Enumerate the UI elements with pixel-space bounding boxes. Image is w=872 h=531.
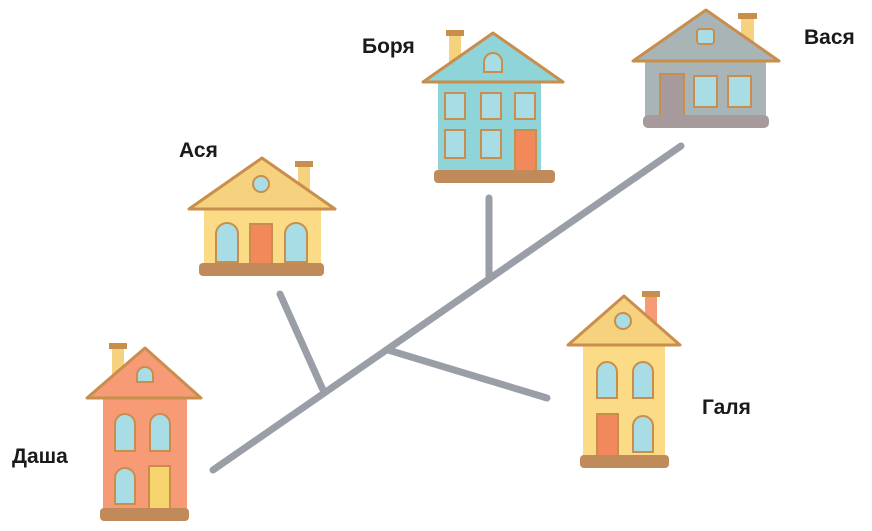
house-base — [580, 455, 669, 468]
window — [480, 92, 502, 120]
road-to-asya — [276, 290, 327, 394]
window — [444, 129, 466, 159]
window — [114, 467, 136, 505]
road-to-galya — [384, 346, 551, 402]
roads — [209, 142, 685, 474]
window — [480, 129, 502, 159]
house-base — [199, 263, 324, 276]
attic-window — [136, 366, 154, 383]
label-galya: Галя — [702, 396, 751, 419]
house-galya — [566, 291, 682, 468]
attic-window — [614, 312, 632, 330]
house-base — [434, 170, 555, 183]
house-dasha — [85, 343, 203, 521]
door — [596, 413, 619, 459]
house-base — [100, 508, 189, 521]
main-road — [209, 142, 685, 474]
attic-window — [696, 28, 715, 45]
window — [215, 222, 239, 263]
window — [284, 222, 308, 263]
window — [114, 413, 136, 452]
window — [693, 75, 718, 108]
label-dasha: Даша — [12, 445, 68, 468]
window — [632, 361, 654, 399]
house-vasya — [631, 8, 781, 128]
label-vasya: Вася — [804, 26, 855, 49]
attic-window — [252, 175, 270, 193]
label-asya: Ася — [179, 139, 218, 162]
house-base — [643, 115, 769, 128]
window — [149, 413, 171, 452]
window — [632, 415, 654, 453]
label-borya: Боря — [362, 35, 415, 58]
house-asya — [187, 156, 337, 276]
window — [596, 361, 618, 399]
window — [514, 92, 536, 120]
window — [727, 75, 752, 108]
house-borya — [421, 30, 565, 183]
window — [444, 92, 466, 120]
attic-window — [483, 52, 503, 73]
